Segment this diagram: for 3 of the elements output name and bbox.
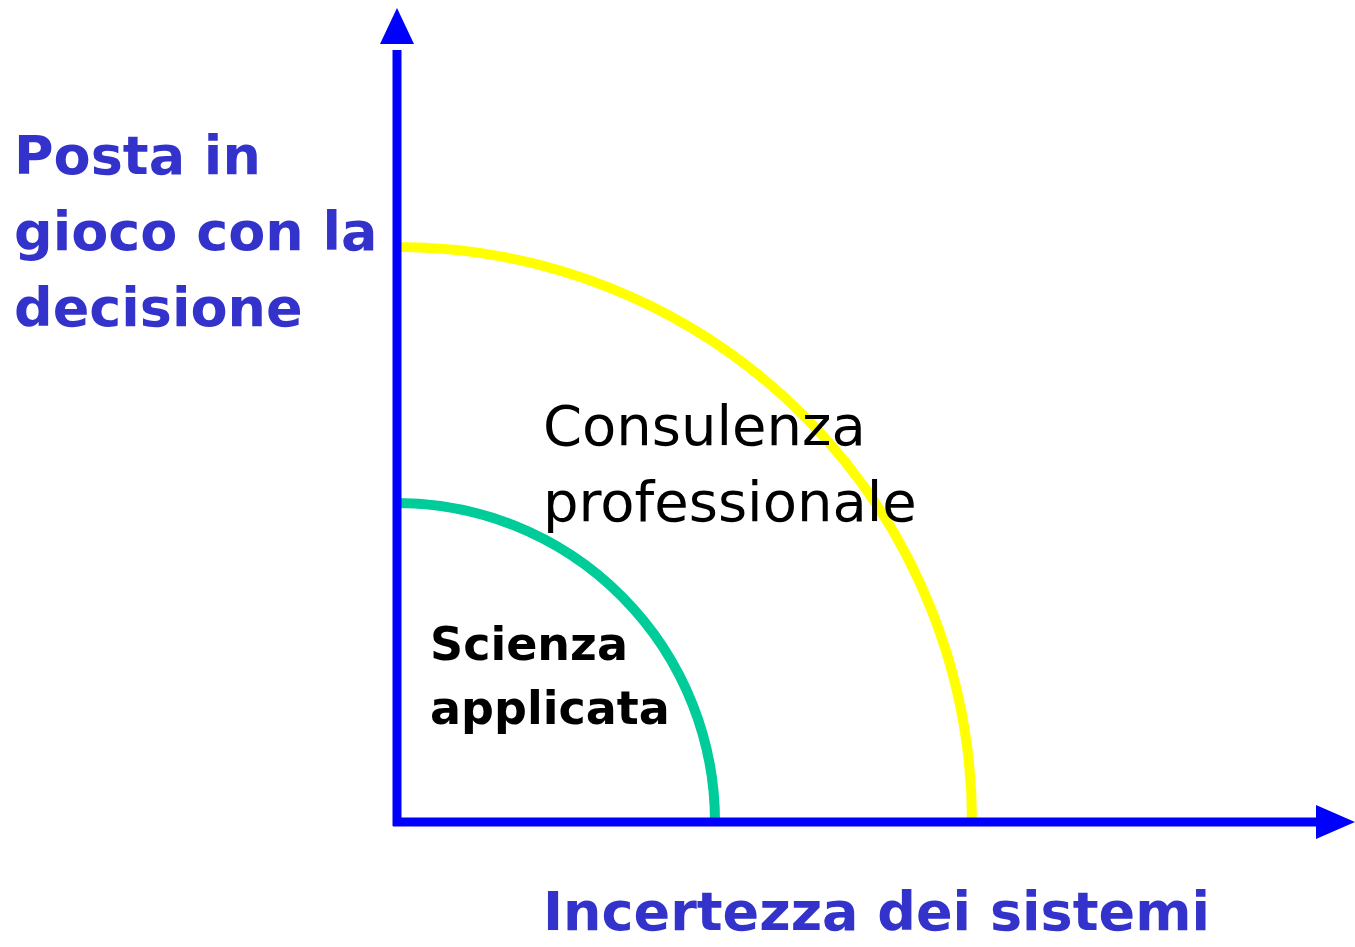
axis-title: Posta in gioco con la decisione [14, 123, 379, 341]
axis-title: Incertezza dei sistemi [543, 880, 1210, 944]
region-label: Scienza applicata [430, 616, 671, 737]
